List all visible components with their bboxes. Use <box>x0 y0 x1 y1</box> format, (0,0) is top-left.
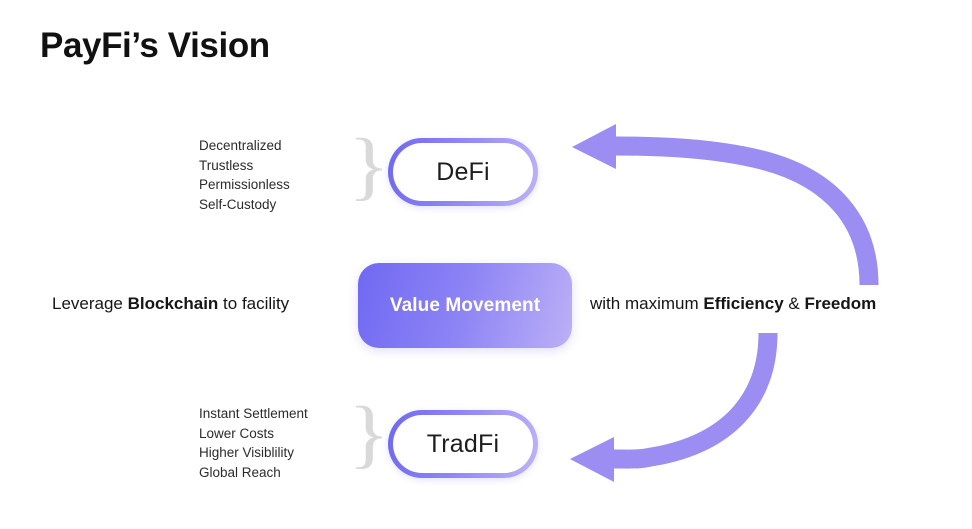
arrow-to-tradfi-icon <box>570 332 778 482</box>
list-item: Trustless <box>199 157 254 173</box>
page-title: PayFi’s Vision <box>40 26 270 65</box>
list-item: Permissionless <box>199 177 290 192</box>
right-sentence: with maximum Efficiency & Freedom <box>590 294 876 314</box>
value-movement-label: Value Movement <box>389 294 541 316</box>
tradfi-pill-label: TradFi <box>426 429 500 458</box>
defi-pill-label: DeFi <box>436 157 490 186</box>
left-sentence-part1: Leverage <box>52 294 128 313</box>
tradfi-brace-icon: } <box>348 392 390 476</box>
value-movement-box[interactable]: Value Movement <box>358 263 572 348</box>
list-item: Lower Costs <box>199 425 275 441</box>
list-item: Higher Visiblility <box>199 445 295 460</box>
left-sentence-bold-blockchain: Blockchain <box>127 294 219 313</box>
tradfi-feature-list: Instant Settlement Lower Costs Higher Vi… <box>199 404 308 482</box>
list-item: Global Reach <box>199 464 281 480</box>
defi-feature-list: Decentralized Trustless Permissionless S… <box>199 136 290 214</box>
defi-pill[interactable]: DeFi <box>388 138 538 206</box>
list-item: Instant Settlement <box>199 406 308 421</box>
right-sentence-bold-efficiency: Efficiency <box>703 294 784 313</box>
tradfi-pill[interactable]: TradFi <box>388 410 538 478</box>
right-sentence-part2: & <box>783 294 805 313</box>
right-sentence-part1: with maximum <box>590 294 704 313</box>
defi-brace-icon: } <box>348 124 390 208</box>
list-item: Self-Custody <box>199 196 277 212</box>
left-sentence-part2: to facility <box>218 294 290 313</box>
left-sentence: Leverage Blockchain to facility <box>52 294 289 314</box>
arrow-to-defi-icon <box>572 124 879 286</box>
defi-pill-inner: DeFi <box>393 143 533 201</box>
list-item: Decentralized <box>199 138 282 153</box>
tradfi-pill-inner: TradFi <box>393 415 533 473</box>
right-sentence-bold-freedom: Freedom <box>804 294 877 313</box>
